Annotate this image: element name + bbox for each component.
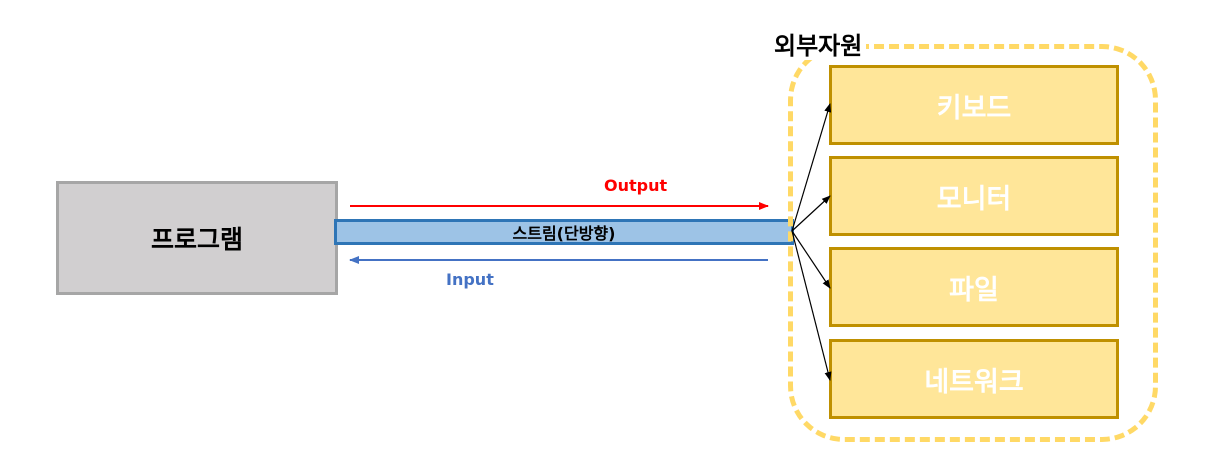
resource-network-label: 네트워크 <box>924 366 1024 398</box>
resource-keyboard: 키보드 <box>829 65 1119 145</box>
program-label: 프로그램 <box>150 225 243 254</box>
resource-monitor: 모니터 <box>829 156 1119 236</box>
external-resources-title: 외부자원 <box>772 32 867 60</box>
stream-bar: 스트림(단방향) <box>334 219 794 245</box>
resource-file-label: 파일 <box>949 274 999 306</box>
resource-file: 파일 <box>829 247 1119 327</box>
output-label: Output <box>604 176 668 195</box>
external-resources-group <box>788 44 1158 442</box>
resource-network: 네트워크 <box>829 339 1119 419</box>
program-box: 프로그램 <box>56 181 338 295</box>
resource-monitor-label: 모니터 <box>936 183 1012 215</box>
input-label: Input <box>446 270 494 289</box>
stream-label: 스트림(단방향) <box>512 224 616 243</box>
resource-keyboard-label: 키보드 <box>936 92 1012 124</box>
